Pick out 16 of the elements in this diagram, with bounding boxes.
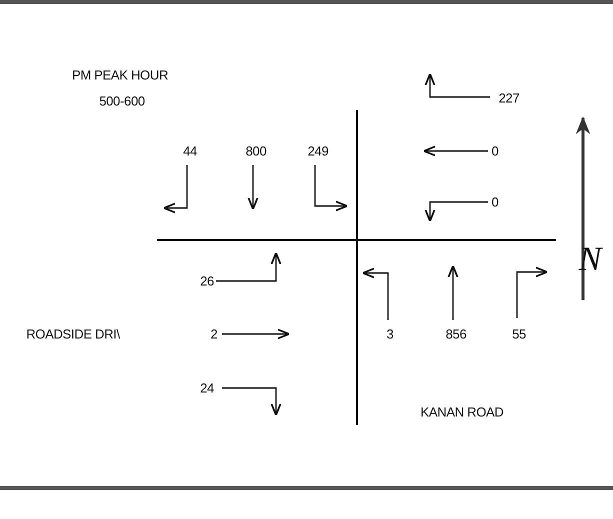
- volume-count: 249: [308, 144, 328, 158]
- volume-count: 55: [512, 326, 526, 342]
- volume-count: 856: [446, 326, 466, 342]
- volume-count: 227: [498, 90, 520, 106]
- volume-count: 44: [183, 144, 197, 158]
- title-text: 500-600: [99, 94, 145, 108]
- volume-count: 3: [386, 326, 394, 342]
- volume-count: 0: [492, 144, 498, 158]
- title-text: PM PEAK HOUR: [72, 68, 168, 82]
- street-name: ROADSIDE DRI\: [26, 326, 120, 342]
- volume-count: 26: [200, 274, 214, 288]
- volume-count: 800: [246, 144, 266, 158]
- volume-count: 2: [210, 326, 218, 342]
- volume-count: 0: [492, 194, 498, 210]
- street-name: KANAN ROAD: [420, 404, 504, 420]
- volume-count: 24: [200, 380, 214, 396]
